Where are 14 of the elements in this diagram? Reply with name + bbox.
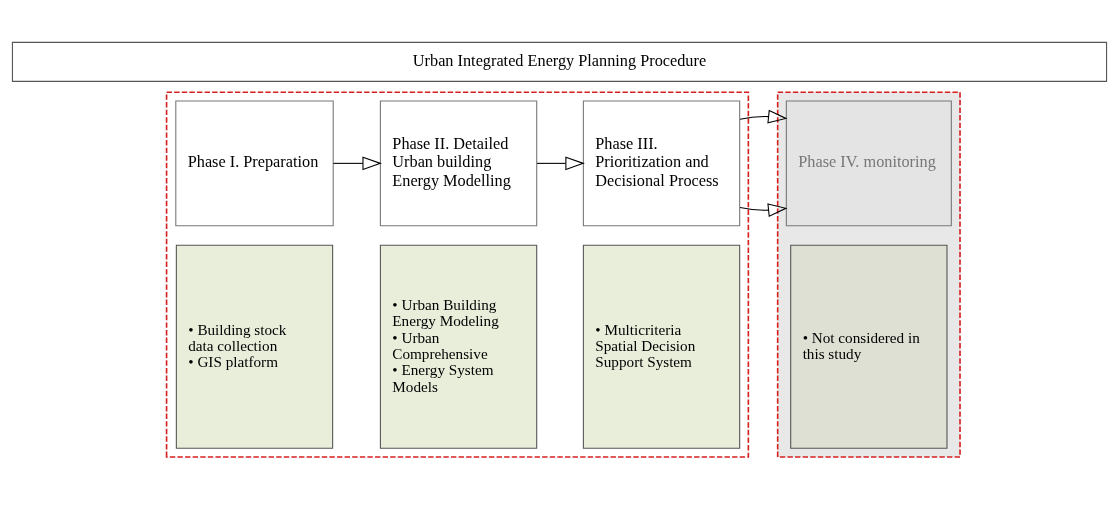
node-box: Urban Integrated Energy Planning Procedure	[11, 41, 1108, 82]
arrow	[332, 156, 382, 170]
node-box: Phase IV. monitoring	[785, 99, 952, 226]
node-box: • Multicriteria Spatial Decision Support System	[582, 244, 741, 449]
node-box: Phase II. Detailed Urban building Energy Modelling	[379, 99, 538, 226]
arrow	[536, 156, 585, 170]
node-box: • Building stock data collection • GIS platform	[175, 244, 334, 449]
node-box: • Not considered in this study	[790, 244, 948, 449]
arrow	[739, 109, 788, 217]
node-box: • Urban Building Energy Modeling • Urban Comprehensive • Energy System Models	[379, 244, 538, 449]
cluster	[776, 90, 961, 458]
cluster	[165, 90, 750, 458]
node-box: Phase I. Preparation	[175, 99, 334, 226]
node-box: Phase III. Prioritization and Decisional Process	[582, 99, 741, 226]
